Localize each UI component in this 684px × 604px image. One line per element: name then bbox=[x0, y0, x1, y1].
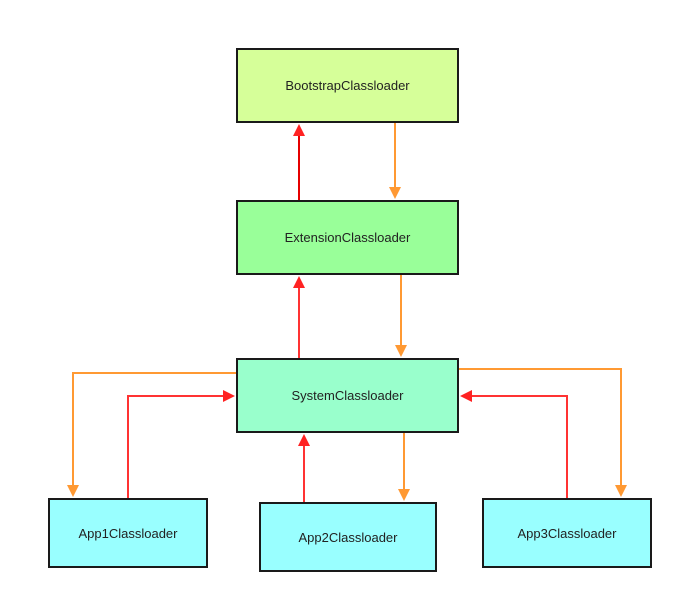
bootstrap-classloader-node: BootstrapClassloader bbox=[236, 48, 459, 123]
system-classloader-label: SystemClassloader bbox=[291, 388, 404, 403]
app3-classloader-node: App3Classloader bbox=[482, 498, 652, 568]
app2-classloader-label: App2Classloader bbox=[298, 529, 398, 545]
extension-classloader-label: ExtensionClassloader bbox=[284, 230, 411, 245]
arrow-app1-to-system bbox=[127, 390, 235, 498]
arrow-app3-to-system bbox=[460, 390, 568, 498]
app1-classloader-label: App1Classloader bbox=[78, 525, 178, 541]
arrow-system-to-app3 bbox=[459, 368, 627, 497]
bootstrap-classloader-label: BootstrapClassloader bbox=[285, 78, 410, 93]
extension-classloader-node: ExtensionClassloader bbox=[236, 200, 459, 275]
app2-classloader-node: App2Classloader bbox=[259, 502, 437, 572]
app3-classloader-label: App3Classloader bbox=[517, 525, 617, 541]
app1-classloader-node: App1Classloader bbox=[48, 498, 208, 568]
arrow-system-to-app1 bbox=[67, 372, 236, 497]
system-classloader-node: SystemClassloader bbox=[236, 358, 459, 433]
